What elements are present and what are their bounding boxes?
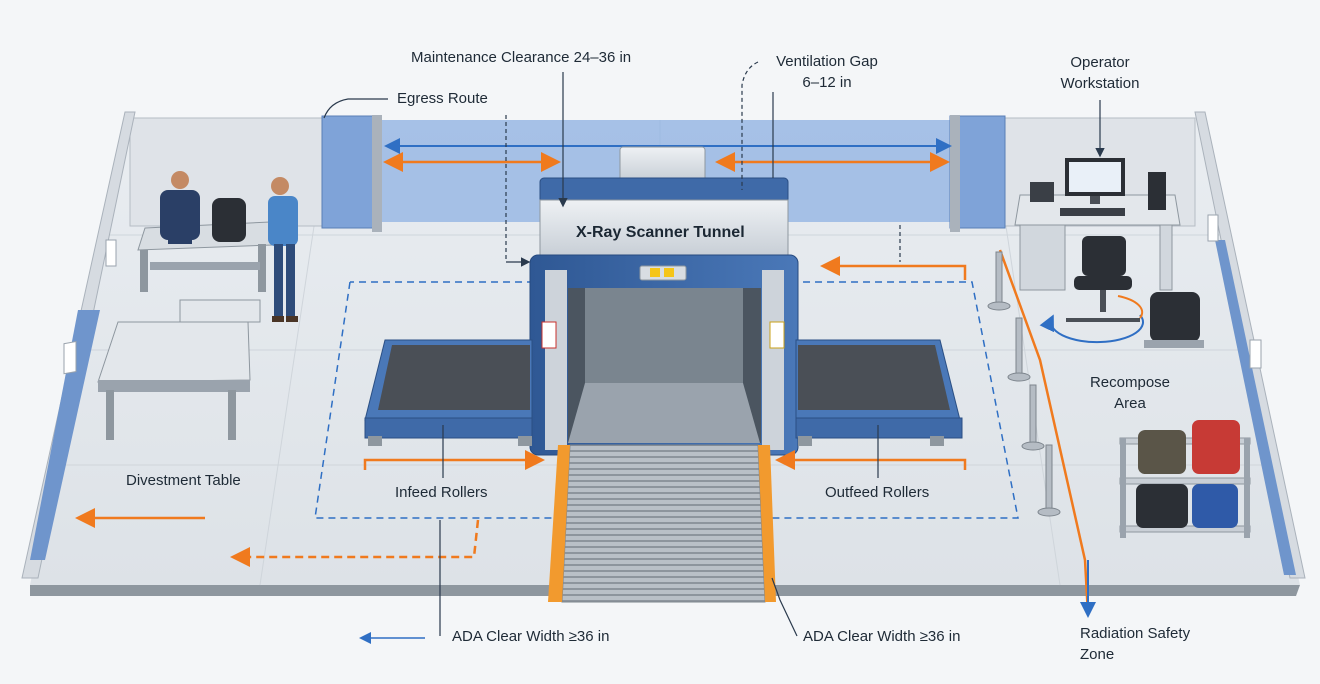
infeed-flow-arrow <box>363 450 545 470</box>
label-infeed-rollers: Infeed Rollers <box>395 484 488 501</box>
warning-sign-icon <box>769 321 785 349</box>
scanner-upper-silver <box>539 199 789 261</box>
monitor-icon <box>1030 158 1166 216</box>
ada-strip-left <box>548 445 570 602</box>
outfeed-flow-arrow <box>775 450 967 470</box>
person-icon <box>268 177 298 322</box>
label-scanner-tunnel: X-Ray Scanner Tunnel <box>576 224 745 241</box>
label-divestment-table: Divestment Table <box>126 472 241 489</box>
xray-scanner <box>529 177 799 456</box>
label-ventilation-gap-line1: Ventilation Gap <box>776 53 878 70</box>
label-outfeed-rollers: Outfeed Rollers <box>825 484 930 501</box>
chair-icon <box>1066 236 1140 322</box>
label-recompose-area: Recompose Area <box>1075 372 1185 414</box>
leader-lines <box>323 61 1105 637</box>
luggage-icon <box>1136 420 1240 528</box>
exit-roller-ramp <box>561 444 766 603</box>
label-egress-route: Egress Route <box>397 90 488 107</box>
label-maintenance-clearance: Maintenance Clearance 24–36 in <box>411 49 632 66</box>
warning-sign-icon <box>650 268 660 277</box>
scanner-silver-left <box>545 270 567 450</box>
label-operator-workstation-line1: Operator <box>1070 54 1130 71</box>
label-ventilation-gap: Ventilation Gap 6–12 in <box>762 51 892 93</box>
chair-rotation-arrow <box>1039 314 1145 344</box>
label-radiation-zone: Radiation Safety Zone <box>1080 623 1190 665</box>
label-ada-width-left: ADA Clear Width ≥36 in <box>452 628 610 645</box>
scanner-tunnel-inner <box>585 288 743 383</box>
luggage-icon <box>1144 292 1204 348</box>
warning-sign-icon <box>541 321 557 349</box>
scanner-panel <box>639 265 687 281</box>
left-wall-panel <box>30 310 100 560</box>
label-recompose-area-line2: Area <box>1114 395 1146 412</box>
label-operator-workstation: Operator Workstation <box>1040 52 1160 94</box>
radiation-icon <box>664 268 674 277</box>
label-ada-width-right: ADA Clear Width ≥36 in <box>803 628 961 645</box>
right-wall-panel <box>1215 240 1296 575</box>
outfeed-conveyor <box>795 339 963 446</box>
scanner-tunnel-floor <box>568 383 760 443</box>
egress-post-left <box>372 115 382 232</box>
outfeed-top-arrow <box>820 256 967 280</box>
person-icon <box>160 171 200 244</box>
divestment-table-front <box>97 299 261 440</box>
chair-rotation-arrow-orange <box>1117 295 1144 319</box>
label-radiation-zone-line2: Zone <box>1080 646 1115 663</box>
right-wall-sign-2 <box>1207 214 1219 242</box>
egress-door-frame-left <box>321 115 381 229</box>
label-ventilation-gap-line2: 6–12 in <box>802 74 852 91</box>
left-wall-sign <box>63 341 77 375</box>
left-wall-sign-2 <box>105 239 117 267</box>
label-radiation-zone-line1: Radiation Safety <box>1080 625 1191 642</box>
label-operator-workstation-line2: Workstation <box>1060 75 1140 92</box>
stanchion-icon <box>987 251 1061 517</box>
backpack-icon <box>212 198 246 242</box>
egress-post-right <box>950 115 960 232</box>
scanner-silver-right <box>762 270 784 450</box>
operator-desk <box>1014 194 1181 291</box>
label-recompose-area-line1: Recompose <box>1089 374 1171 391</box>
dashed-orange-route <box>230 519 480 567</box>
ada-strip-right <box>758 445 776 602</box>
infeed-conveyor <box>364 339 533 446</box>
operating-zone-dashed <box>314 281 1019 519</box>
right-wall-sign <box>1249 339 1262 369</box>
radiation-safety-boundary <box>998 249 1090 616</box>
